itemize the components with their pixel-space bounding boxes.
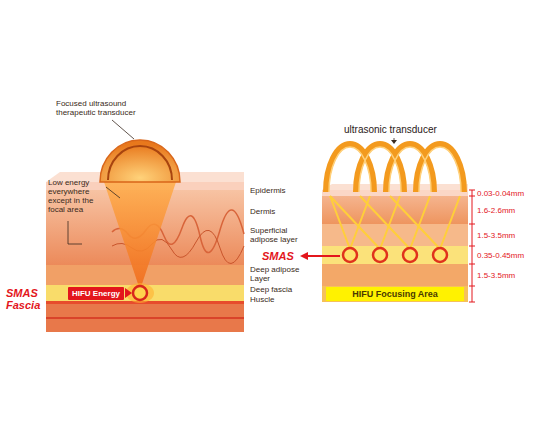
dimension-tick — [469, 302, 475, 303]
smas-layer — [46, 285, 244, 301]
focal-point — [133, 286, 147, 300]
layer-name: Superficial adipose layer — [250, 226, 314, 244]
transducer-highlight — [329, 147, 371, 192]
smas-arrow-line — [306, 255, 340, 257]
beam-lines — [330, 196, 460, 249]
smas-label: SMAS — [262, 250, 294, 262]
ultrasound-cone — [104, 182, 176, 290]
beam-line — [330, 196, 380, 249]
energy-arrowhead — [125, 288, 132, 298]
layer-name: Epidermis — [250, 186, 286, 195]
leader-arrowhead — [391, 140, 397, 144]
focal-point — [403, 248, 417, 262]
dimension-label: 0.03-0.04mm — [477, 189, 524, 198]
layer-name: Deep adipose Layer — [250, 265, 312, 283]
epidermis-layer — [322, 190, 468, 196]
node-text: HIFU Focusing Area — [330, 288, 460, 300]
dimension-tick — [469, 286, 475, 287]
focal-glow — [126, 283, 154, 303]
beam-line — [360, 196, 410, 249]
beam-line — [410, 196, 430, 249]
dimension-tick — [469, 246, 475, 247]
smas-layer — [322, 246, 468, 264]
dimension-tick — [469, 190, 475, 191]
layer-name: Huscle — [250, 295, 274, 304]
focal-point — [343, 248, 357, 262]
focusing-area-band: HIFU Focusing Area — [326, 287, 464, 301]
dimension-label: 0.35-0.45mm — [477, 251, 524, 260]
beam-line — [390, 196, 440, 249]
dimension-label: 1.5-3.5mm — [477, 271, 515, 280]
fascia-line — [46, 317, 244, 319]
dimension-label: 1.5-3.5mm — [477, 231, 515, 240]
callout-label: Low energy everywhere except in the foca… — [48, 178, 104, 214]
layer-name: Dermis — [250, 207, 275, 216]
layer-name: Deep fascia — [250, 285, 292, 294]
leader-line — [68, 221, 82, 244]
leader-line — [112, 120, 134, 139]
smas-fascia-label: SMAS Fascia — [6, 287, 44, 311]
transducer-highlight — [389, 147, 431, 192]
transducer-highlight — [359, 147, 401, 192]
dimension-tick — [469, 224, 475, 225]
callout-label: Focused ultrasound therapeutic transduce… — [56, 99, 162, 117]
node-text: HIFU Energy — [72, 288, 120, 299]
callout-label: ultrasonic transducer — [344, 124, 437, 136]
deep-adipose-layer — [322, 264, 468, 286]
leader-line — [106, 187, 120, 198]
focus-layer — [322, 286, 468, 302]
transducer-inner-arc — [108, 146, 172, 180]
beam-line — [440, 196, 460, 249]
transducer-arc — [416, 144, 464, 192]
transducer-highlight — [419, 147, 461, 192]
muscle-layer — [46, 304, 244, 332]
focal-point — [373, 248, 387, 262]
smas-arrowhead — [300, 252, 308, 260]
dimension-bracket — [469, 190, 475, 302]
energy-tag: HIFU Energy — [68, 287, 124, 300]
skin-top-face — [322, 184, 468, 190]
transducer-dome — [100, 140, 180, 182]
transducer-array — [326, 144, 464, 192]
dimension-tick — [469, 264, 475, 265]
focal-point — [433, 248, 447, 262]
beam-line — [330, 196, 350, 249]
dimension-label: 1.6-2.6mm — [477, 206, 515, 215]
dimension-tick — [469, 196, 475, 197]
